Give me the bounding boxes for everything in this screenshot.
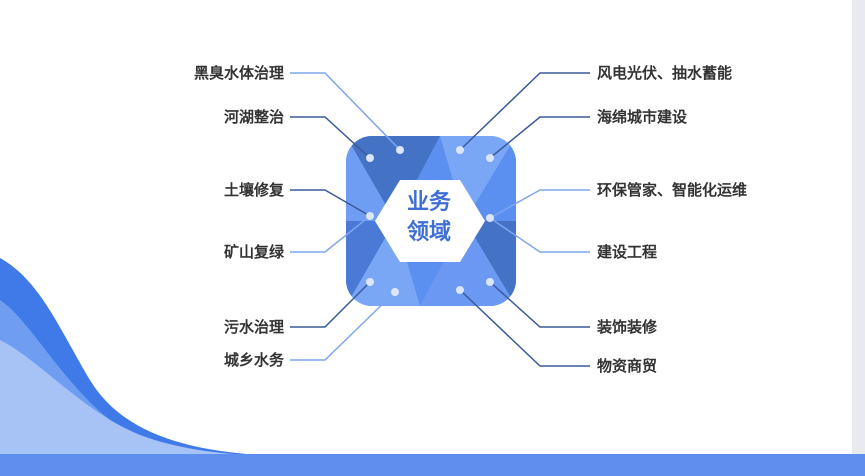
right-item: 海绵城市建设 [597, 108, 688, 126]
left-item: 河湖整治 [223, 108, 284, 126]
hub-title-line1: 业务 [406, 190, 451, 215]
right-item: 建设工程 [597, 243, 658, 261]
left-item: 污水治理 [223, 318, 284, 336]
connector-lines [290, 72, 590, 367]
center-hexagon [375, 180, 485, 262]
page-edge [852, 0, 865, 476]
left-item: 矿山复绿 [223, 243, 284, 261]
left-item: 土壤修复 [223, 181, 284, 199]
decorative-wave [0, 258, 260, 455]
right-item: 物资商贸 [597, 357, 658, 375]
left-item: 黑臭水体治理 [193, 64, 284, 82]
right-item: 环保管家、智能化运维 [597, 181, 748, 199]
hub-title: 业务 领域 [385, 188, 473, 248]
hub-title-line2: 领域 [406, 220, 451, 245]
footer-bar [0, 454, 865, 476]
left-item: 城乡水务 [223, 351, 284, 369]
right-item: 装饰装修 [597, 318, 658, 336]
right-item: 风电光伏、抽水蓄能 [597, 64, 733, 82]
connector-dots [366, 146, 494, 296]
